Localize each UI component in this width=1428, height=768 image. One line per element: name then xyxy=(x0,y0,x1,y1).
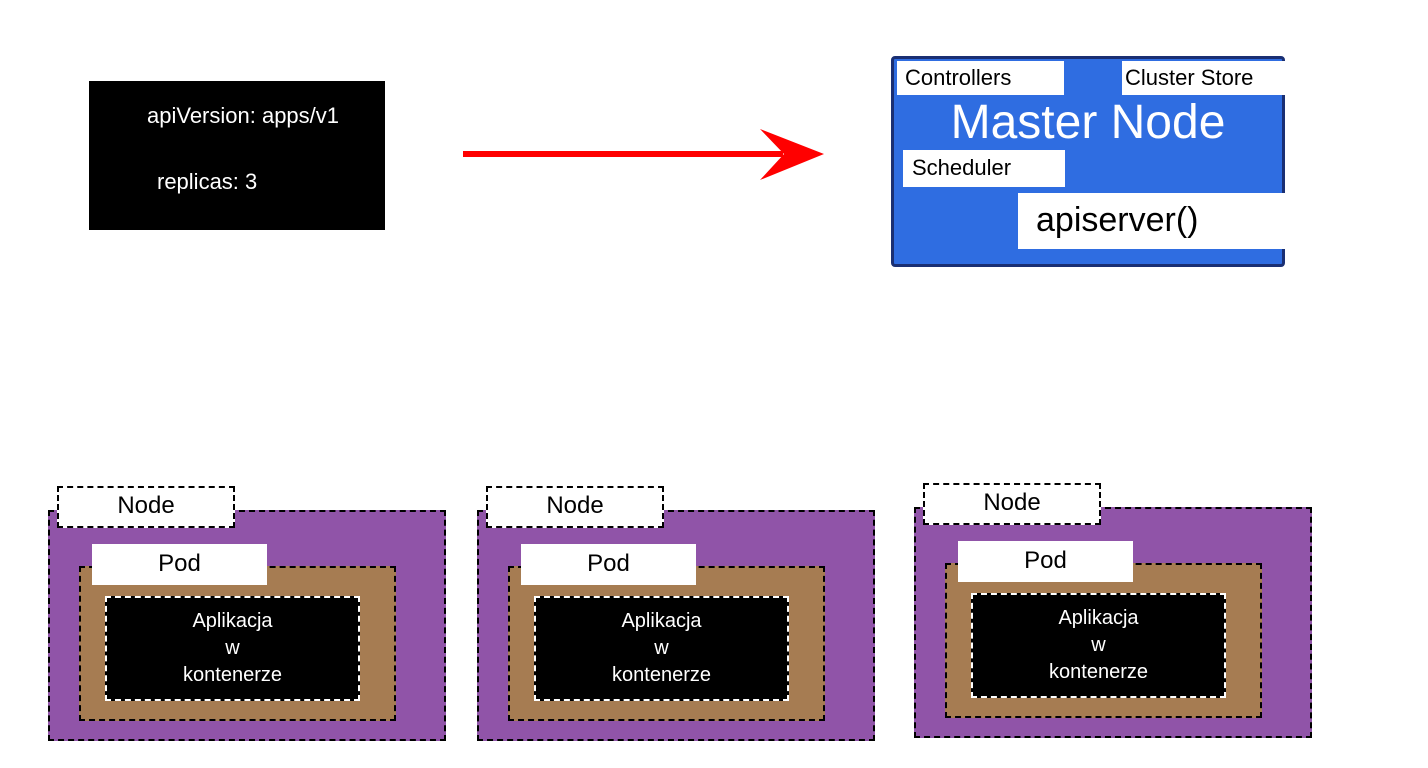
worker-node: Node Pod Aplikacja w kontenerze xyxy=(477,486,877,742)
app-line-1: Aplikacja xyxy=(1058,607,1139,629)
pod-label: Pod xyxy=(92,544,267,585)
pod-label: Pod xyxy=(958,541,1133,582)
node-label: Node xyxy=(57,486,235,528)
manifest-replicas: replicas: 3 xyxy=(157,169,258,194)
app-line-2: w xyxy=(225,637,240,659)
container-app: Aplikacja w kontenerze xyxy=(105,596,360,701)
manifest-api-version: apiVersion: apps/v1 xyxy=(147,103,340,128)
app-line-3: kontenerze xyxy=(183,664,282,686)
app-line-3: kontenerze xyxy=(612,664,711,686)
controllers-label: Controllers xyxy=(897,61,1064,95)
container-app: Aplikacja w kontenerze xyxy=(971,593,1226,698)
container-app-label: Aplikacja w kontenerze xyxy=(536,608,787,689)
app-line-1: Aplikacja xyxy=(621,610,702,632)
arrow-right-icon xyxy=(463,129,824,180)
pod-label: Pod xyxy=(521,544,696,585)
app-line-3: kontenerze xyxy=(1049,661,1148,683)
container-app-label: Aplikacja w kontenerze xyxy=(973,605,1224,686)
cluster-store-label: Cluster Store xyxy=(1122,61,1285,95)
worker-node: Node Pod Aplikacja w kontenerze xyxy=(48,486,448,742)
app-line-1: Aplikacja xyxy=(192,610,273,632)
app-line-2: w xyxy=(654,637,669,659)
container-app-label: Aplikacja w kontenerze xyxy=(107,608,358,689)
apiserver-label: apiserver() xyxy=(1018,193,1286,249)
master-node-title: Master Node xyxy=(950,96,1226,149)
app-line-2: w xyxy=(1091,634,1106,656)
container-app: Aplikacja w kontenerze xyxy=(534,596,789,701)
master-node: Controllers Cluster Store Master Node Sc… xyxy=(891,56,1286,267)
deployment-manifest: apiVersion: apps/v1 replicas: 3 xyxy=(89,81,385,230)
worker-node: Node Pod Aplikacja w kontenerze xyxy=(914,483,1314,739)
node-label: Node xyxy=(923,483,1101,525)
node-label: Node xyxy=(486,486,664,528)
scheduler-label: Scheduler xyxy=(903,150,1065,187)
